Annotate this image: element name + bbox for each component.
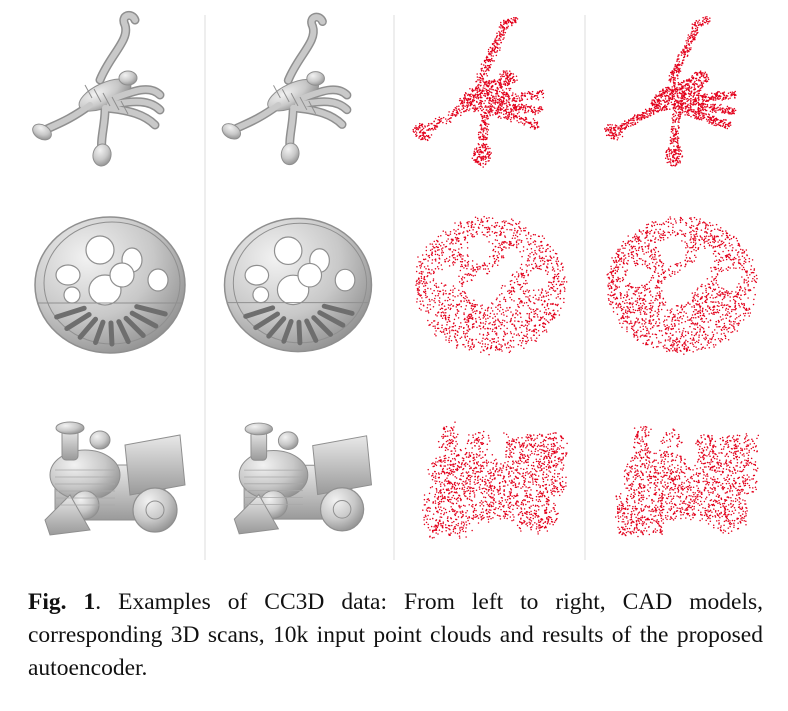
- scorpion-point-cloud-4: [604, 15, 737, 167]
- caption-label: Fig. 1: [28, 589, 96, 615]
- scorpion-mesh-render-2: [221, 12, 352, 166]
- train-mesh-render-2: [233, 422, 373, 535]
- scorpion-point-cloud-3: [412, 16, 545, 168]
- caption-text: . Examples of CC3D data: From left to ri…: [28, 589, 763, 681]
- wheel-mesh-render-2: [223, 217, 373, 353]
- figure-caption: Fig. 1. Examples of CC3D data: From left…: [28, 586, 763, 685]
- wheel-point-cloud-4: [606, 216, 758, 355]
- train-mesh-render-1: [44, 421, 186, 536]
- scorpion-mesh-render-1: [32, 10, 165, 167]
- column-divider: [204, 15, 586, 560]
- wheel-mesh-render-1: [34, 216, 186, 354]
- train-point-cloud-4: [614, 425, 760, 538]
- train-point-cloud-3: [422, 421, 568, 539]
- figure-panel: [32, 10, 760, 560]
- wheel-point-cloud-3: [415, 215, 568, 356]
